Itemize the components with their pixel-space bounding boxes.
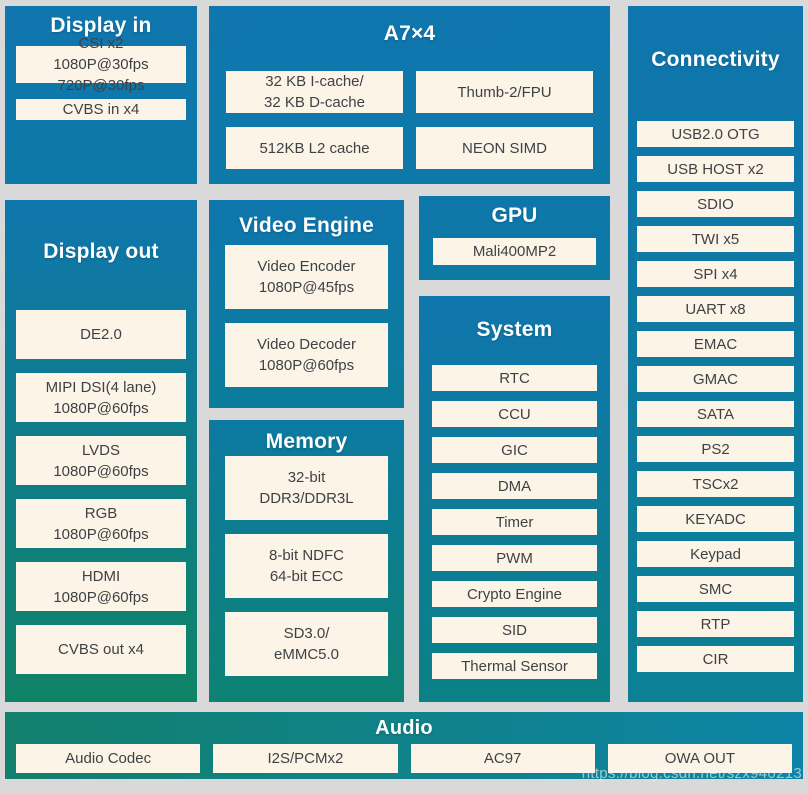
component-box: PWM [432, 545, 597, 571]
component-box: CVBS in x4 [16, 99, 186, 120]
component-box: SMC [637, 576, 794, 602]
block-display-in: Display in CSI x2 1080P@30fps 720P@30fps… [5, 6, 197, 184]
block-gpu: GPU Mali400MP2 [419, 196, 610, 280]
audio-items: Audio Codec I2S/PCMx2 AC97 OWA OUT [5, 744, 803, 773]
component-box: 32 KB I-cache/ 32 KB D-cache [226, 71, 403, 113]
component-box: GIC [432, 437, 597, 463]
component-box: CVBS out x4 [16, 625, 186, 674]
component-box: RTP [637, 611, 794, 637]
component-box: LVDS 1080P@60fps [16, 436, 186, 485]
component-box: Audio Codec [16, 744, 201, 773]
block-audio: Audio Audio Codec I2S/PCMx2 AC97 OWA OUT [5, 712, 803, 779]
block-title-audio: Audio [375, 717, 433, 739]
connectivity-items: USB2.0 OTG USB HOST x2 SDIO TWI x5 SPI x4 UAR… [628, 121, 803, 672]
gpu-items: Mali400MP2 [419, 238, 610, 265]
block-title-gpu: GPU [491, 204, 538, 227]
component-box: 512KB L2 cache [226, 127, 403, 169]
component-box: HDMI 1080P@60fps [16, 562, 186, 611]
block-title-display-out: Display out [43, 240, 159, 263]
component-box: Mali400MP2 [433, 238, 596, 265]
component-box: TSCx2 [637, 471, 794, 497]
component-box: GMAC [637, 366, 794, 392]
component-box: RGB 1080P@60fps [16, 499, 186, 548]
component-box: Thumb-2/FPU [416, 71, 593, 113]
component-box: TWI x5 [637, 226, 794, 252]
component-box: AC97 [410, 744, 595, 773]
component-box: EMAC [637, 331, 794, 357]
block-title-system: System [476, 318, 553, 341]
component-box: MIPI DSI(4 lane) 1080P@60fps [16, 373, 186, 422]
block-title-memory: Memory [265, 430, 348, 453]
component-box: Video Encoder 1080P@45fps [225, 245, 388, 309]
component-box: PS2 [637, 436, 794, 462]
component-box: OWA OUT [607, 744, 792, 773]
component-box: Keypad [637, 541, 794, 567]
component-box: SPI x4 [637, 261, 794, 287]
component-box: 8-bit NDFC 64-bit ECC [225, 534, 388, 598]
block-title-a7x4: A7×4 [383, 22, 436, 45]
memory-items: 32-bit DDR3/DDR3L 8-bit NDFC 64-bit ECC SD… [209, 456, 404, 676]
component-box: CIR [637, 646, 794, 672]
component-box: I2S/PCMx2 [213, 744, 398, 773]
component-box: DE2.0 [16, 310, 186, 359]
component-box: KEYADC [637, 506, 794, 532]
component-box: SDIO [637, 191, 794, 217]
component-box: SD3.0/ eMMC5.0 [225, 612, 388, 676]
component-box: Video Decoder 1080P@60fps [225, 323, 388, 387]
block-cpu-a7x4: A7×4 32 KB I-cache/ 32 KB D-cache Thumb-2… [209, 6, 610, 184]
component-box: NEON SIMD [416, 127, 593, 169]
component-box: SATA [637, 401, 794, 427]
component-box: 32-bit DDR3/DDR3L [225, 456, 388, 520]
component-box: SID [432, 617, 597, 643]
component-box: Crypto Engine [432, 581, 597, 607]
component-box: Thermal Sensor [432, 653, 597, 679]
component-box: RTC [432, 365, 597, 391]
a7-items: 32 KB I-cache/ 32 KB D-cache Thumb-2/FPU 5… [209, 71, 610, 169]
block-memory: Memory 32-bit DDR3/DDR3L 8-bit NDFC 64-bi… [209, 420, 404, 702]
block-title-connectivity: Connectivity [651, 48, 780, 71]
component-box: DMA [432, 473, 597, 499]
block-title-display-in: Display in [50, 14, 152, 37]
component-box: USB2.0 OTG [637, 121, 794, 147]
block-connectivity: Connectivity USB2.0 OTG USB HOST x2 SDIO TW… [628, 6, 803, 702]
component-box: Timer [432, 509, 597, 535]
block-title-video-engine: Video Engine [238, 214, 375, 237]
component-box: UART x8 [637, 296, 794, 322]
component-box: CSI x2 1080P@30fps 720P@30fps [16, 35, 186, 94]
component-box: USB HOST x2 [637, 156, 794, 182]
component-box: CCU [432, 401, 597, 427]
